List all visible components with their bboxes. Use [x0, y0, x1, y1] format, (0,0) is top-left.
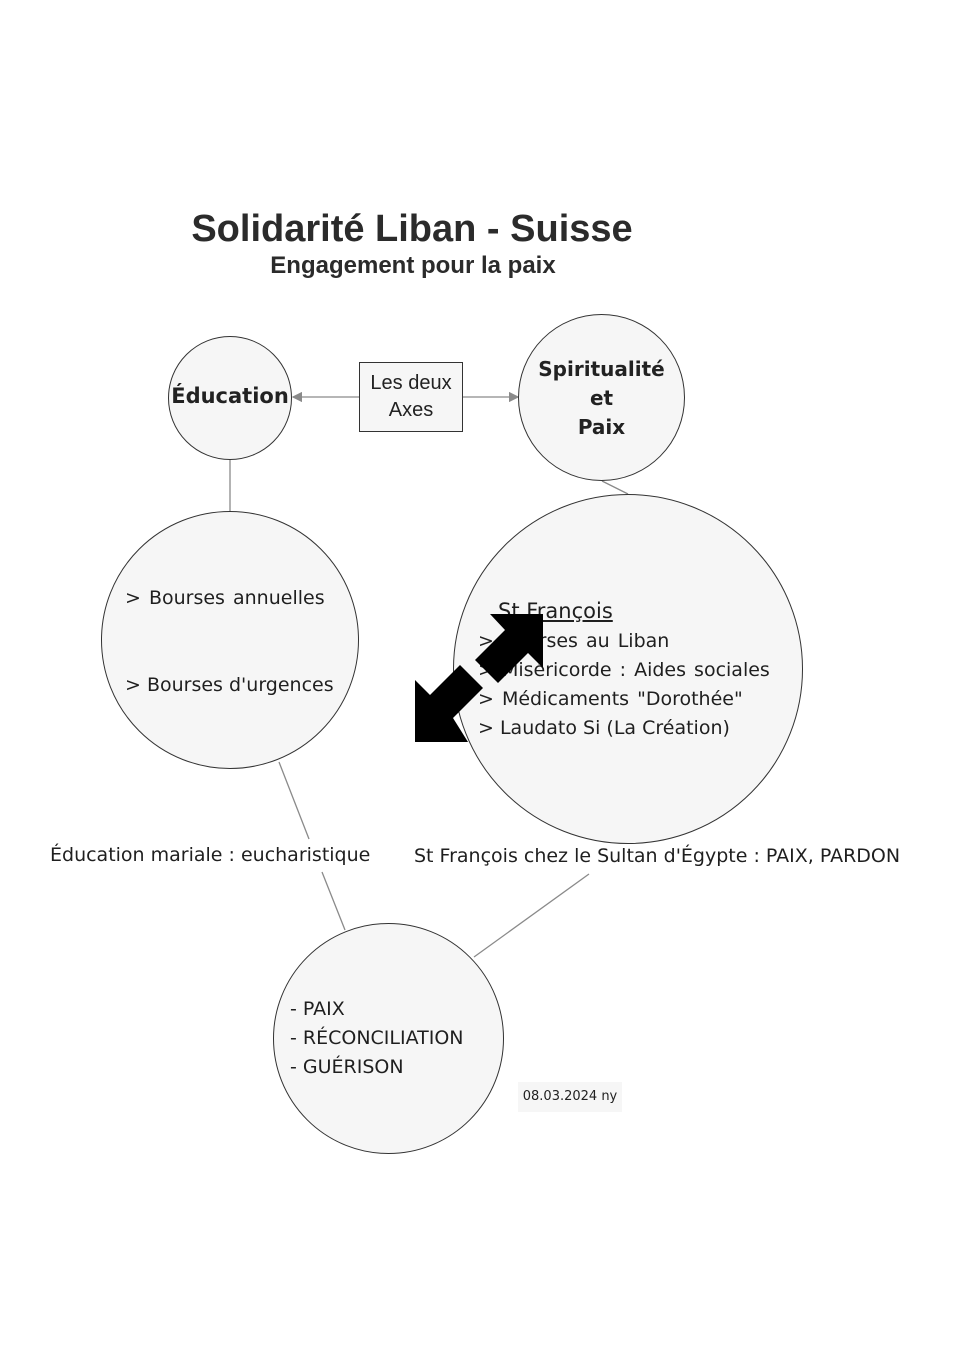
label-sultan-egypte: St François chez le Sultan d'Égypte : PA… [414, 845, 901, 867]
paix-item-guerison: - GUÉRISON [290, 1056, 404, 1078]
spiritualite-line-2: et [589, 386, 614, 410]
paix-item-reconciliation: - RÉCONCILIATION [290, 1027, 464, 1049]
axes-line-1: Les deux [370, 372, 452, 394]
diagram-title: Solidarité Liban - Suisse [191, 208, 633, 250]
francois-item-medicaments: > Médicaments "Dorothée" [478, 688, 743, 710]
date-stamp: 08.03.2024 ny [518, 1082, 622, 1112]
bourses-node [101, 511, 359, 769]
arrow-down-left-icon [415, 665, 483, 742]
link-spiritualite-to-francois [601, 480, 629, 495]
label-education-mariale: Éducation mariale : eucharistique [50, 844, 371, 866]
francois-item-laudato-si: > Laudato Si (La Création) [478, 717, 730, 739]
arrow-up-right-icon [475, 614, 543, 683]
diagram-subtitle: Engagement pour la paix [270, 252, 556, 279]
link-bourses-to-paix-lower [321, 871, 346, 931]
education-label: Éducation [171, 384, 289, 408]
francois-item-misericorde: > Miséricorde : Aides sociales [478, 659, 770, 681]
spiritualite-line-3: Paix [577, 415, 626, 439]
link-bourses-to-paix-upper [278, 761, 310, 840]
spiritualite-line-1: Spiritualité [538, 357, 665, 381]
paix-item-paix: - PAIX [290, 998, 345, 1020]
education-node: Éducation [168, 336, 292, 460]
axes-node: Les deux Axes [359, 362, 463, 432]
link-francois-to-paix [473, 873, 590, 958]
bourses-item-annuelles: > Bourses annuelles [125, 587, 325, 609]
bourses-item-urgences: > Bourses d'urgences [125, 674, 334, 696]
axes-line-2: Axes [388, 399, 434, 421]
spiritualite-node: Spiritualité et Paix [518, 314, 685, 481]
paix-node [273, 923, 504, 1154]
